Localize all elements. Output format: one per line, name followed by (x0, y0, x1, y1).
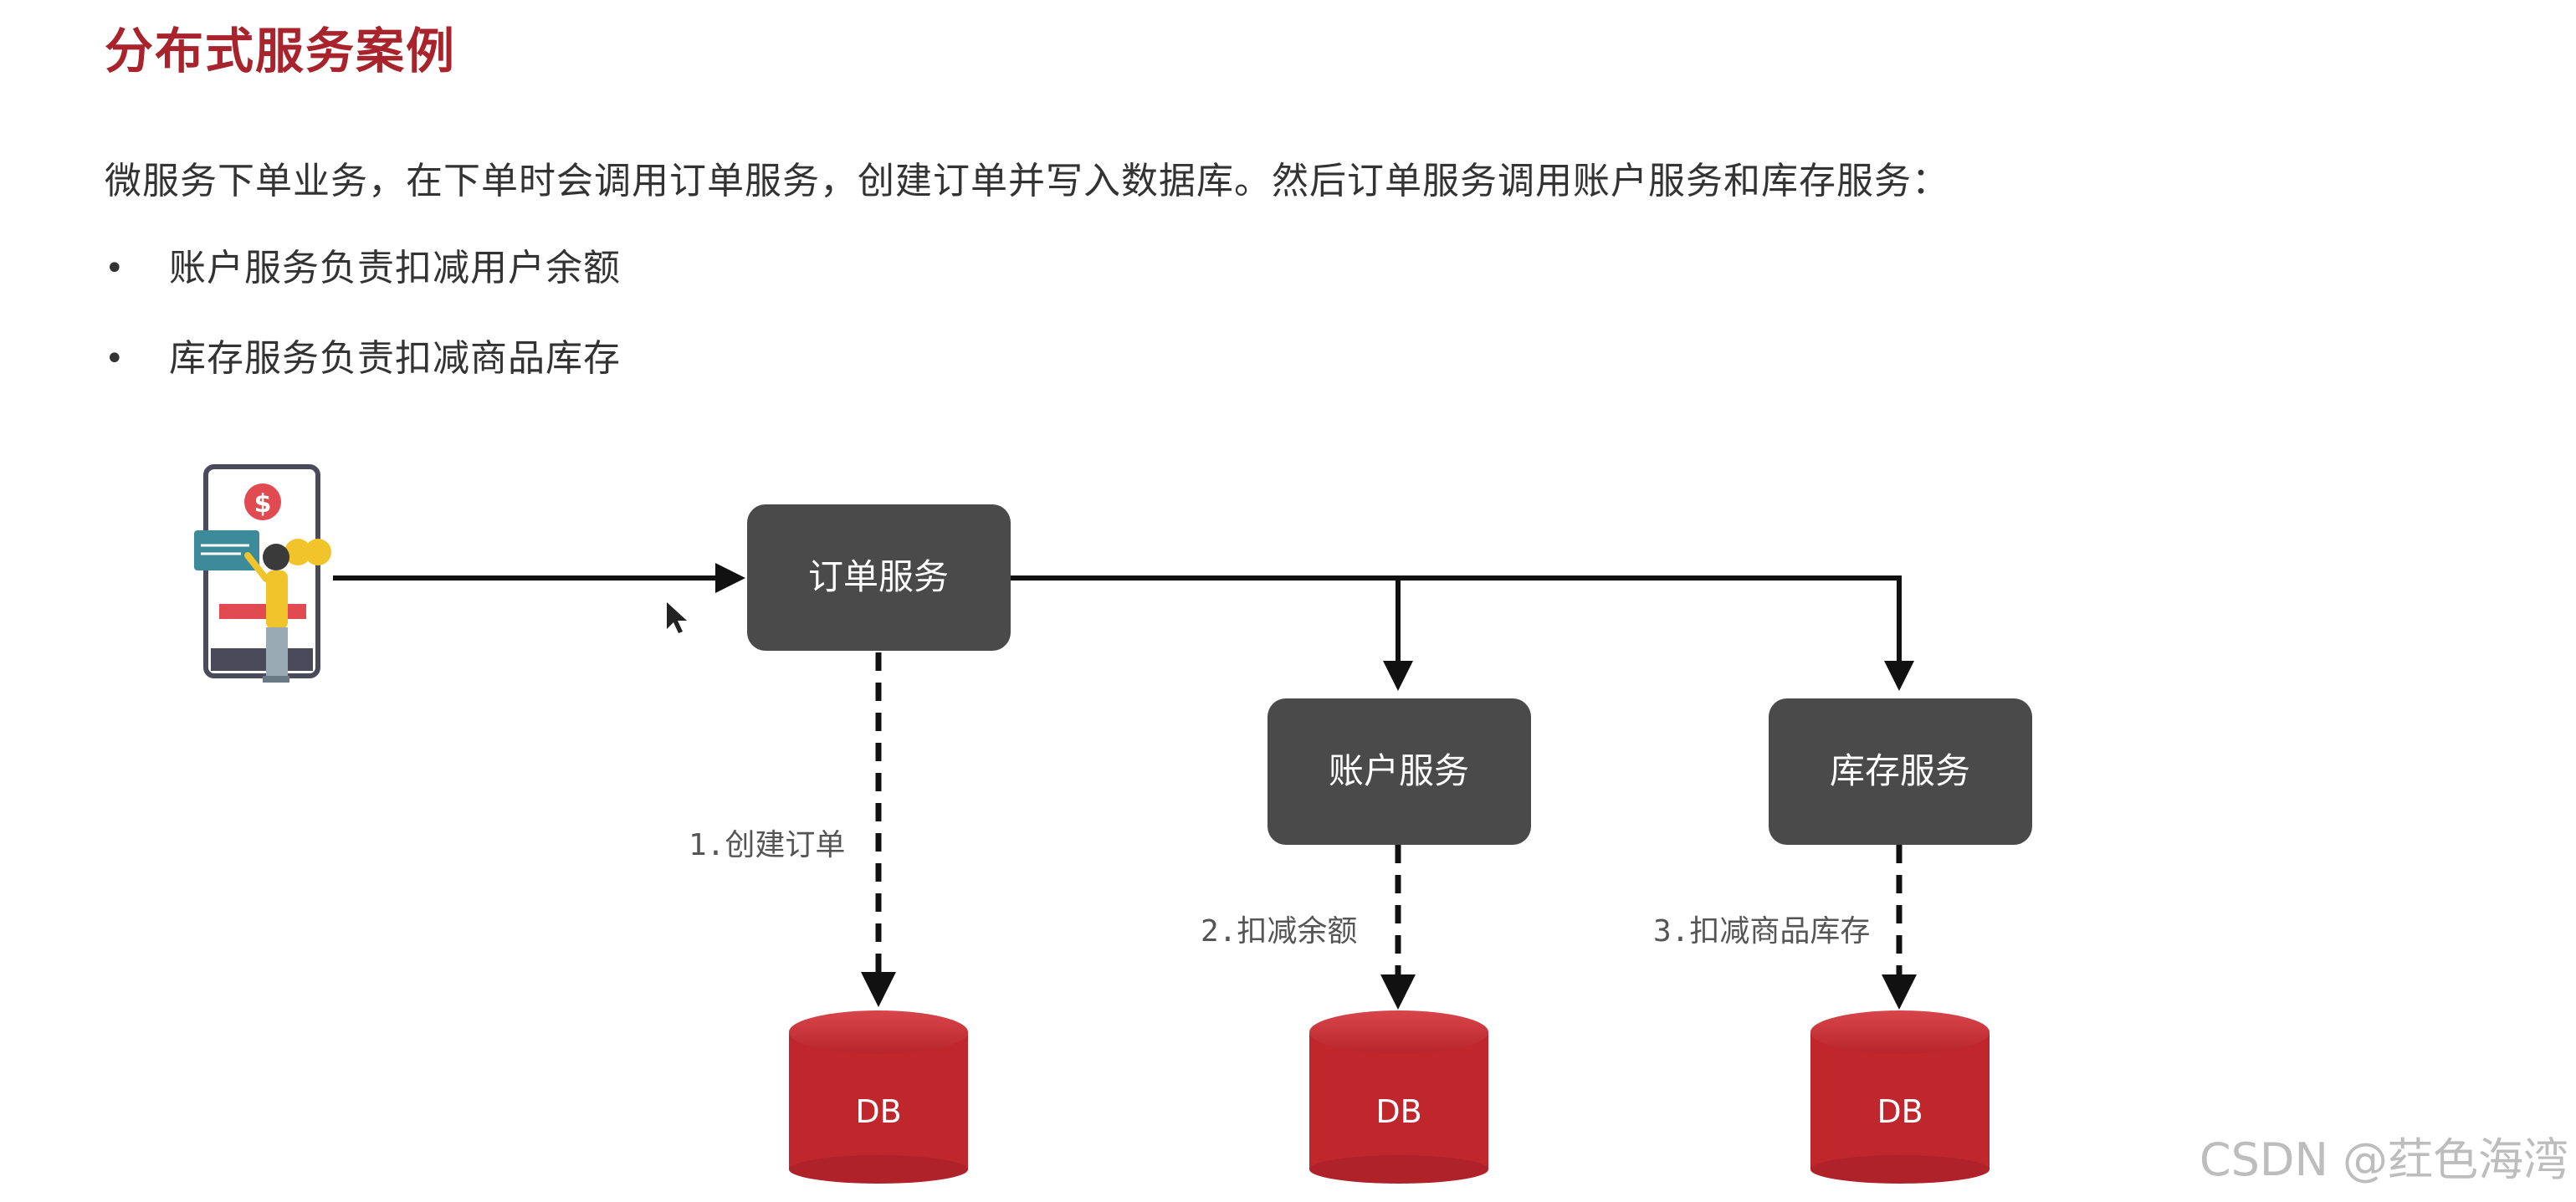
inventory-service-label: 库存服务 (1830, 750, 1970, 791)
inventory-service-box: 库存服务 (1769, 698, 2032, 845)
step-deduct-stock-label: 3.扣减商品库存 (1653, 914, 1870, 949)
svg-text:$: $ (254, 489, 272, 519)
account-database-icon: DB (1309, 1010, 1488, 1184)
bullet-inventory-service: 库存服务负责扣减商品库存 (105, 333, 621, 423)
mobile-payment-user-icon: $ (194, 464, 331, 683)
order-db-label: DB (855, 1093, 901, 1130)
bullet-account-service: 账户服务负责扣减用户余额 (105, 243, 621, 333)
watermark: CSDN @荭色海湾 (2200, 1133, 2568, 1186)
order-service-label: 订单服务 (808, 556, 949, 597)
step-create-order-label: 1.创建订单 (689, 828, 845, 862)
inventory-database-icon: DB (1810, 1010, 1990, 1184)
account-db-label: DB (1375, 1093, 1421, 1130)
account-service-label: 账户服务 (1329, 750, 1469, 791)
order-service-box: 订单服务 (747, 504, 1011, 651)
page-title: 分布式服务案例 (105, 23, 457, 79)
inventory-db-label: DB (1877, 1093, 1923, 1130)
step-deduct-balance-label: 2.扣减余额 (1201, 914, 1357, 949)
bullet-list: 账户服务负责扣减用户余额 库存服务负责扣减商品库存 (105, 243, 621, 423)
intro-text: 微服务下单业务，在下单时会调用订单服务，创建订单并写入数据库。然后订单服务调用账… (105, 160, 1949, 202)
mouse-cursor-icon (667, 602, 687, 633)
account-service-box: 账户服务 (1268, 698, 1531, 845)
order-database-icon: DB (789, 1010, 968, 1184)
